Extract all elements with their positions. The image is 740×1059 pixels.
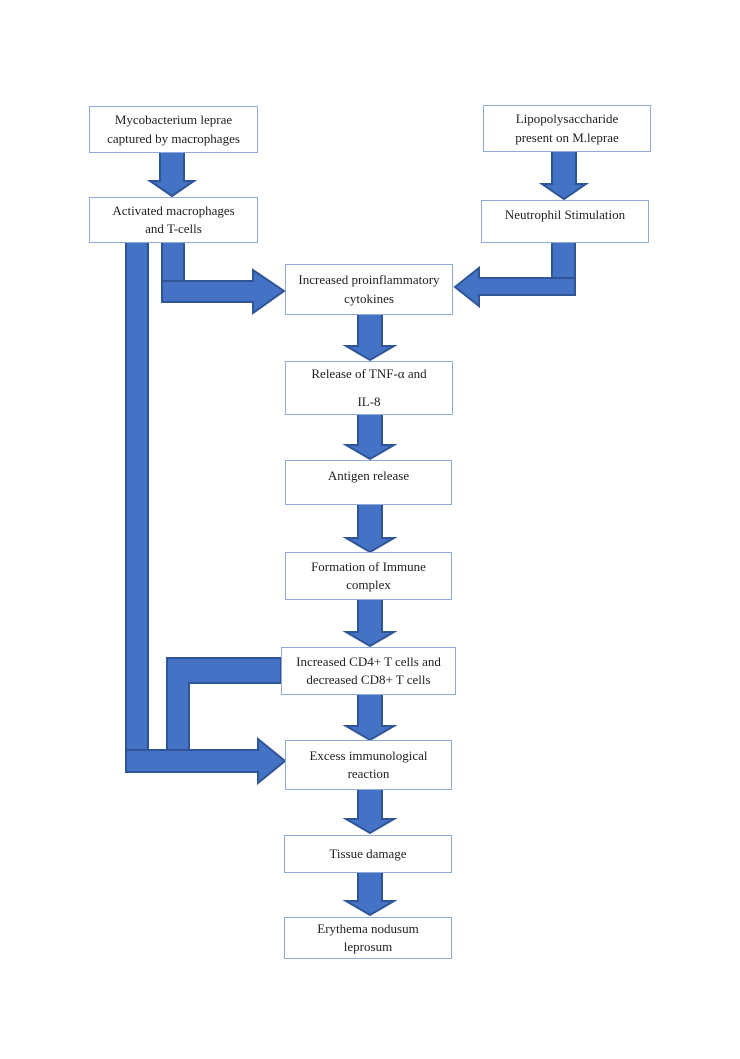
node-text-line: Release of TNF-α and (311, 366, 427, 382)
arrow-neutrophil-to-cytokines-head (453, 265, 576, 309)
node-text-line: leprosum (343, 939, 393, 954)
node-text-line: Activated macrophages (112, 202, 235, 218)
node-text-line: reaction (347, 766, 390, 781)
arrow-lipo-to-neutrophil (538, 150, 590, 201)
arrow-activated-to-cytokines-vertical (161, 241, 185, 303)
node-activated-macrophages: Activated macrophages and T-cells (89, 197, 258, 243)
node-text-line: Tissue damage (329, 845, 407, 861)
arrow-activated-to-excess-vertical (125, 241, 149, 773)
node-text-line: captured by macrophages (107, 130, 240, 146)
node-immune-complex-formation: Formation of Immune complex (285, 552, 452, 600)
node-text-line: and T-cells (145, 221, 202, 236)
node-text-line: Increased proinflammatory (298, 272, 440, 288)
node-text-line: cytokines (344, 290, 394, 306)
node-tnf-il8-release: Release of TNF-α and IL-8 (285, 361, 453, 415)
node-neutrophil-stimulation: Neutrophil Stimulation (481, 200, 649, 243)
arrow-cd4-to-excess (342, 693, 398, 742)
node-erythema-nodusum-leprosum: Erythema nodusum leprosum (284, 917, 452, 959)
node-mycobacterium-captured: Mycobacterium leprae captured by macroph… (89, 106, 258, 153)
arrow-tnf-to-antigen (342, 413, 398, 461)
node-text-line: Excess immunological (309, 747, 428, 763)
node-text-line: Erythema nodusum (317, 920, 419, 936)
node-tissue-damage: Tissue damage (284, 835, 452, 873)
node-cd4-cd8-change: Increased CD4+ T cells and decreased CD8… (281, 647, 456, 695)
node-increased-cytokines: Increased proinflammatory cytokines (285, 264, 453, 315)
node-antigen-release: Antigen release (285, 460, 452, 505)
node-excess-immunological-reaction: Excess immunological reaction (285, 740, 452, 790)
arrow-activated-to-cytokines-head (161, 268, 286, 315)
arrow-formation-to-cd4 (342, 598, 398, 648)
node-text-line: Lipopolysaccharide (515, 111, 619, 127)
node-lipopolysaccharide: Lipopolysaccharide present on M.leprae (483, 105, 651, 152)
arrow-antigen-to-formation (342, 503, 398, 554)
node-text-line: Increased CD4+ T cells and (296, 653, 441, 669)
arrow-tissue-to-erythema (342, 871, 398, 917)
node-text-line: decreased CD8+ T cells (306, 672, 431, 687)
arrow-neutrophil-to-cytokines-vertical (551, 241, 576, 296)
node-text-line: Mycobacterium leprae (114, 112, 233, 128)
node-text-line: Formation of Immune (311, 558, 426, 574)
arrow-excess-to-tissue (342, 788, 398, 835)
node-text-line: IL-8 (357, 394, 381, 409)
node-text-line: present on M.leprae (515, 129, 619, 145)
arrow-into-excess (125, 736, 287, 786)
node-text-line: Antigen release (327, 468, 410, 483)
arrow-cd4-loop-to-excess (166, 657, 282, 773)
arrow-myco-to-activated (146, 151, 198, 198)
node-text-line: Neutrophil Stimulation (504, 207, 626, 222)
node-text-line: complex (346, 577, 391, 592)
arrow-cytokines-to-tnf (342, 313, 398, 362)
